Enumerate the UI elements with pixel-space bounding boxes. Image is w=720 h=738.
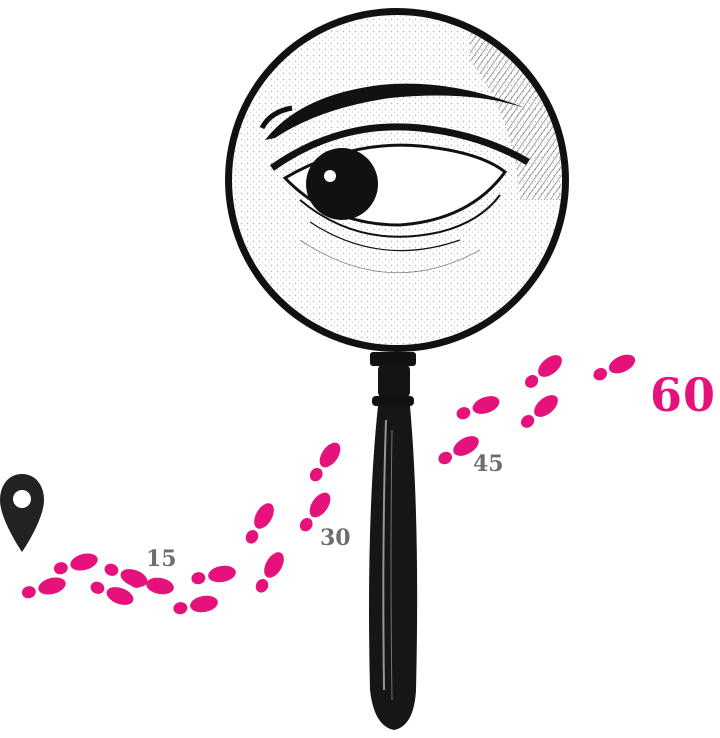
milestone-label-30: 30 xyxy=(320,525,351,551)
footprint-trail xyxy=(21,354,636,615)
footprint-icon xyxy=(129,575,174,595)
milestone-label-60: 60 xyxy=(650,368,717,422)
footprint-icon xyxy=(21,577,66,599)
footprint-icon xyxy=(521,395,558,428)
footprint-icon xyxy=(191,565,236,585)
milestone-label-15: 15 xyxy=(146,546,177,572)
magnifier-handle xyxy=(369,352,418,730)
footprint-icon xyxy=(438,436,479,465)
map-pin-icon xyxy=(0,474,44,552)
footprint-icon xyxy=(525,355,562,388)
footprint-icon xyxy=(245,503,274,544)
footprint-icon xyxy=(173,595,218,615)
footprint-icon xyxy=(456,396,500,420)
footprint-icon xyxy=(593,354,636,381)
footprint-icon xyxy=(299,492,331,532)
magnifier-lens xyxy=(225,8,569,352)
milestone-label-45: 45 xyxy=(473,451,504,477)
footprint-icon xyxy=(53,553,98,575)
footprint-icon xyxy=(309,442,341,482)
footprint-icon xyxy=(104,563,148,587)
footprint-icon xyxy=(255,552,284,593)
footprint-icon xyxy=(90,581,134,605)
